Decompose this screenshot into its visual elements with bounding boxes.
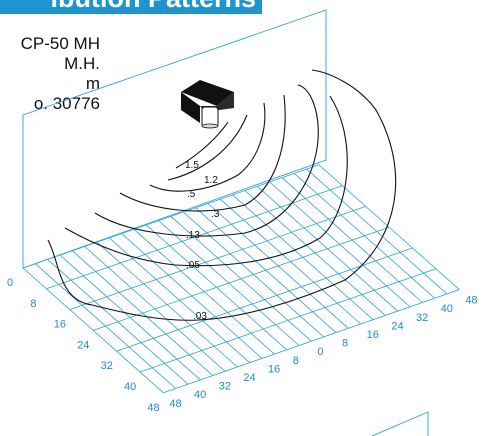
front-axis-tick: 48 [465,295,477,307]
isoline-label: 1.2 [204,175,218,186]
front-axis-tick: 0 [317,346,323,358]
fixture-lamp: M.H. [64,54,100,73]
title-banner: ibution Patterns [0,0,503,16]
front-axis-tick: 32 [416,312,428,324]
floor-grid [22,164,460,394]
front-axis-tick: 40 [194,389,206,401]
front-axis-tick: 8 [342,338,348,350]
contour-line [149,102,266,192]
left-axis-tick: 48 [147,402,159,414]
isoline-label: .5 [187,189,196,200]
grid-line [46,185,343,290]
isoline-label: 1.5 [185,160,199,171]
grid-line [22,164,320,269]
front-axis-tick: 8 [293,355,299,367]
contour-line [167,114,248,181]
grid-line [116,247,413,352]
grid-line [69,206,366,310]
fixture-height: m [85,74,100,93]
front-axis-ticks: 48 40 32 24 16 8 0 8 16 24 32 40 48 [169,295,477,410]
fixture-model: CP-50 MH [20,34,100,53]
luminaire-icon [181,80,234,129]
title-banner-background [0,0,262,14]
grid-line [139,268,437,373]
contour-line [47,69,397,321]
back-wall [22,9,327,269]
contour-line [64,95,348,267]
isoline-labels: 1.5 1.2 .5 .3 .13 .05 .03 [185,160,220,322]
left-axis-tick: 0 [7,277,13,289]
contour-line [175,121,229,169]
left-axis-ticks: 0 8 16 24 32 40 48 [7,277,160,414]
isoline-label: .03 [193,311,207,322]
isoline-label: .3 [211,209,220,220]
isolux-contours [47,69,397,321]
grid-line [163,289,460,394]
front-axis-tick: 24 [391,320,403,332]
left-axis-tick: 40 [124,381,136,393]
left-axis-tick: 16 [54,319,66,331]
left-axis-tick: 24 [77,339,89,351]
left-axis-tick: 8 [30,298,36,310]
isoline-label: .13 [186,230,200,241]
fixture-test-number: o. 30776 [33,94,100,113]
front-axis-tick: 40 [441,303,453,315]
contour-line [119,94,286,212]
next-diagram-fragment [371,411,429,436]
contour-line [94,84,319,237]
front-axis-tick: 32 [219,381,231,393]
front-axis-tick: 16 [367,329,379,341]
grid-line [93,226,390,331]
front-axis-tick: 16 [268,363,280,375]
front-axis-tick: 24 [243,372,255,384]
front-axis-tick: 48 [169,398,181,410]
left-axis-tick: 32 [101,360,113,372]
page-title: ibution Patterns [0,0,262,12]
fixture-info: CP-50 MH M.H. m o. 30776 [0,34,120,142]
isoline-label: .05 [186,260,200,271]
